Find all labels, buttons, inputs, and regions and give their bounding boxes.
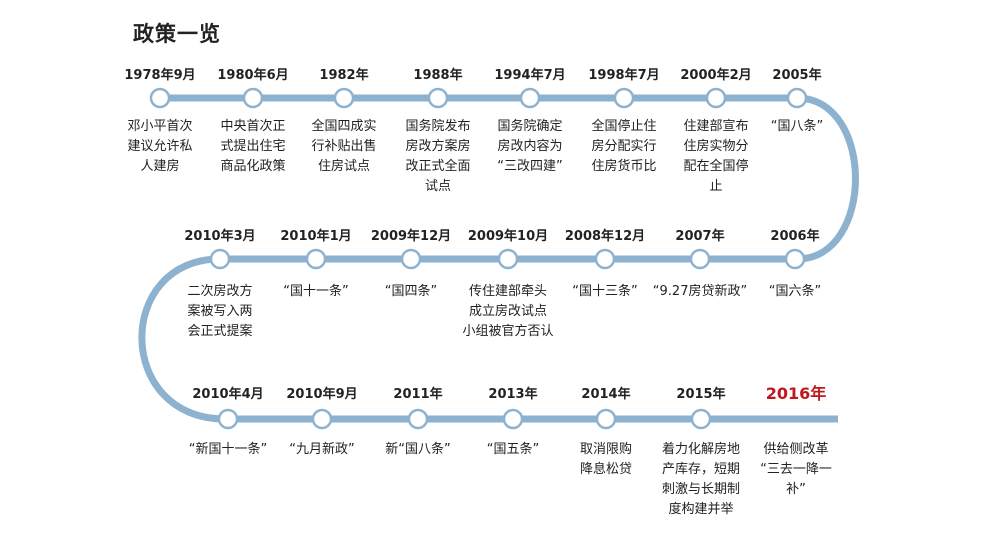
timeline-node — [400, 248, 422, 270]
timeline-node — [705, 87, 727, 109]
event-date: 2011年 — [393, 387, 443, 402]
timeline-node — [311, 408, 333, 430]
event-description: “九月新政” — [289, 442, 355, 457]
event-description: “新国十一条” — [188, 442, 268, 457]
event-description: “国五条” — [486, 442, 540, 457]
timeline-node — [689, 248, 711, 270]
event-date: 2010年3月 — [184, 229, 256, 244]
timeline-node — [333, 87, 355, 109]
event-description: “9.27房贷新政” — [652, 284, 748, 299]
event-date: 1998年7月 — [588, 68, 660, 83]
timeline-node — [497, 248, 519, 270]
event-description: 国务院发布 房改方案房 改正式全面 试点 — [405, 119, 471, 194]
event-description: “国十一条” — [283, 284, 349, 299]
timeline-node — [502, 408, 524, 430]
timeline-node — [305, 248, 327, 270]
event-date: 2008年12月 — [564, 229, 646, 244]
event-description: 国务院确定 房改内容为 “三改四建” — [497, 119, 563, 174]
event-description: 新“国八条” — [385, 442, 451, 457]
event-date: 2009年10月 — [467, 229, 549, 244]
event-date: 2015年 — [676, 387, 726, 402]
event-date: 2007年 — [675, 229, 725, 244]
event-date: 1988年 — [413, 68, 463, 83]
event-description: 全国停止住 房分配实行 住房货币比 — [591, 119, 657, 174]
timeline-node — [217, 408, 239, 430]
event-description: 二次房改方 案被写入两 会正式提案 — [187, 284, 253, 339]
timeline-node — [784, 248, 806, 270]
event-date: 2005年 — [772, 68, 822, 83]
event-description: 供给侧改革 “三去一降一 补” — [760, 442, 832, 497]
event-date: 2000年2月 — [680, 68, 752, 83]
event-description: 住建部宣布 住房实物分 配在全国停 止 — [683, 119, 749, 194]
event-description: 传住建部牵头 成立房改试点 小组被官方否认 — [462, 284, 554, 339]
event-date: 2010年9月 — [286, 387, 358, 402]
event-description: 全国四成实 行补贴出售 住房试点 — [311, 119, 377, 174]
event-description: 取消限购 降息松贷 — [579, 442, 632, 477]
event-description: “国六条” — [768, 284, 822, 299]
timeline-node — [427, 87, 449, 109]
event-description: 着力化解房地 产库存，短期 刺激与长期制 度构建并举 — [661, 442, 740, 517]
timeline-node — [690, 408, 712, 430]
event-description: “国四条” — [384, 284, 438, 299]
event-date: 1978年9月 — [124, 68, 196, 83]
event-date: 2009年12月 — [370, 229, 452, 244]
event-date: 2016年 — [765, 384, 827, 403]
timeline-node — [786, 87, 808, 109]
event-date: 2013年 — [488, 387, 538, 402]
event-description: 邓小平首次 建议允许私 人建房 — [127, 119, 193, 174]
timeline-node — [594, 248, 616, 270]
event-description: 中央首次正 式提出住宅 商品化政策 — [220, 119, 286, 174]
timeline-node — [209, 248, 231, 270]
event-date: 2010年1月 — [280, 229, 352, 244]
page-title: 政策一览 — [133, 22, 221, 46]
timeline-node — [613, 87, 635, 109]
event-date: 2006年 — [770, 229, 820, 244]
timeline-node — [595, 408, 617, 430]
event-date: 1994年7月 — [494, 68, 566, 83]
event-date: 1980年6月 — [217, 68, 289, 83]
event-description: “国八条” — [770, 119, 824, 134]
timeline-node — [242, 87, 264, 109]
timeline-node — [149, 87, 171, 109]
timeline-node — [407, 408, 429, 430]
timeline-node — [519, 87, 541, 109]
event-description: “国十三条” — [572, 284, 638, 299]
event-date: 2014年 — [581, 387, 631, 402]
event-date: 2010年4月 — [192, 387, 264, 402]
event-date: 1982年 — [319, 68, 369, 83]
